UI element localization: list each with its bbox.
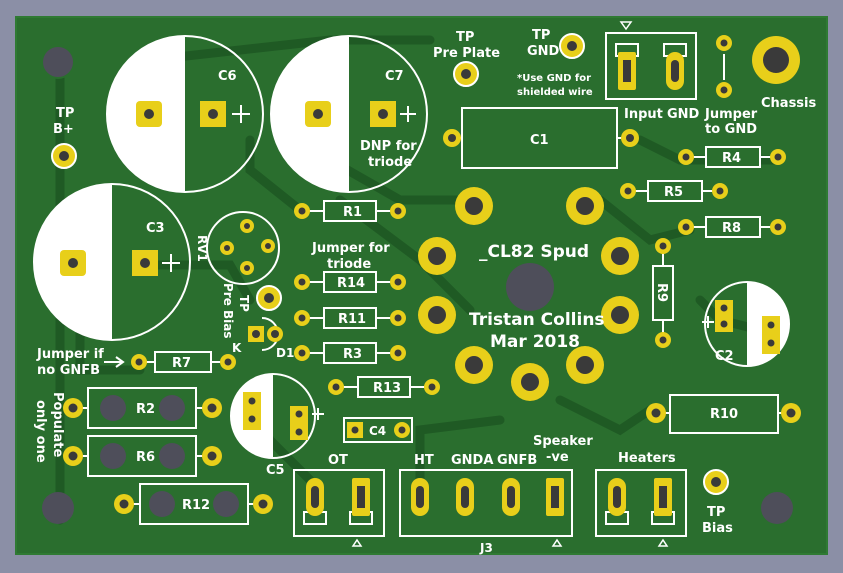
resistor-r14: R14 [294,271,406,293]
r11-label: R11 [338,312,366,327]
tp-pre-plate-label-1: TP [456,30,474,45]
mount-hole-br [761,492,793,524]
capacitor-c4: C4 [343,417,413,443]
c1-label: C1 [530,133,549,148]
jumper-triode-line2: triode [327,257,371,272]
d1-label: D1 [276,346,294,360]
speaker-line1: Speaker [533,434,593,449]
tp-pre-bias-label-2: Pre Bias [221,283,235,339]
tp-gnd-label-2: GND [527,44,560,59]
input-label: Input [624,107,663,122]
c6-label: C6 [218,69,237,84]
r13-label: R13 [373,381,401,396]
gnda-label: GNDA [451,453,493,468]
tp-pre-plate-label-2: Pre Plate [433,46,500,61]
c2-label: C2 [715,349,734,364]
r12-label: R12 [182,498,210,513]
jumper-gnfb-arrow [104,356,125,368]
resistor-r11: R11 [294,307,406,329]
c4-label: C4 [369,424,386,438]
jumper-gnd-line2: to GND [705,122,757,137]
r6-label: R6 [136,450,155,465]
r3-label: R3 [343,347,362,362]
tp-gnd-label-1: TP [532,28,550,43]
connector-heaters [595,469,687,547]
r4-label: R4 [722,151,741,166]
mount-hole-tl [41,45,75,79]
tp-bplus-label-1: TP [56,106,74,121]
resistor-r13: R13 [328,376,440,398]
board-date: Mar 2018 [490,332,580,352]
connector-ot [293,469,385,547]
capacitor-c2: C2 [702,281,790,367]
connector-input: Input GND [605,21,700,122]
capacitor-c5: C5 [230,373,324,478]
populate-line1: Populate [50,392,65,457]
c3-label: C3 [146,221,165,236]
resistor-r4: R4 [678,146,786,168]
r14-label: R14 [337,276,365,291]
dnp-note-line2: triode [368,155,412,170]
dnp-note-line1: DNP for [360,139,417,154]
resistor-r2: R2 [63,387,222,429]
gnd-label: GND [667,107,700,122]
r8-label: R8 [722,221,741,236]
resistor-r10: R10 [646,394,801,434]
resistor-r5: R5 [620,180,728,202]
r1-label: R1 [343,205,362,220]
capacitor-c1: C1 [443,107,639,169]
board-title: _CL82 Spud [479,242,589,262]
jumper-gnd-line1: Jumper [704,107,758,122]
resistor-r7: R7 [131,351,236,373]
resistor-r6: R6 [63,435,222,477]
tp-pre-bias-label-1: TP [237,295,251,312]
trimmer-rv1: RV1 [195,211,280,285]
speaker-line2: -ve [546,450,569,465]
gnd-note-line1: *Use GND for [517,73,591,84]
capacitor-c7: C7 DNP for triode [270,35,428,193]
c5-label: C5 [266,463,285,478]
mount-hole-bl [42,492,74,524]
r2-label: R2 [136,402,155,417]
board-author: Tristan Collins [469,310,605,330]
tp-bias-label-2: Bias [702,521,733,536]
chassis-label: Chassis [761,96,816,111]
tp-bplus-label-2: B+ [53,122,74,137]
resistor-r3: R3 [294,342,406,364]
gnd-note-line2: shielded wire [517,87,593,98]
jumper-gnfb-line1: Jumper if [36,347,104,362]
c7-label: C7 [385,69,404,84]
tube-socket [418,187,639,401]
ot-label: OT [328,453,348,468]
capacitor-c3: C3 [33,183,191,341]
jumper-gnfb-line2: no GNFB [37,363,100,378]
jumper-triode-line1: Jumper for [311,241,390,256]
r10-label: R10 [710,407,738,422]
rv1-label: RV1 [195,235,209,262]
gnfb-label: GNFB [497,453,537,468]
r9-label: R9 [654,283,669,302]
r5-label: R5 [664,185,683,200]
r7-label: R7 [172,356,191,371]
j3-label: J3 [479,541,493,555]
resistor-r9: R9 [652,238,674,348]
populate-line2: only one [33,400,48,463]
connector-j3 [399,469,573,547]
capacitor-c6: C6 [106,35,264,193]
d1-k-mark: K [232,341,242,355]
ht-label: HT [414,453,434,468]
resistor-r8: R8 [678,216,786,238]
heaters-label: Heaters [618,451,676,466]
resistor-r1: R1 [294,200,406,222]
resistor-r12: R12 [114,483,273,525]
diode-d1: K D1 [232,317,294,360]
tp-bias-label-1: TP [707,505,725,520]
